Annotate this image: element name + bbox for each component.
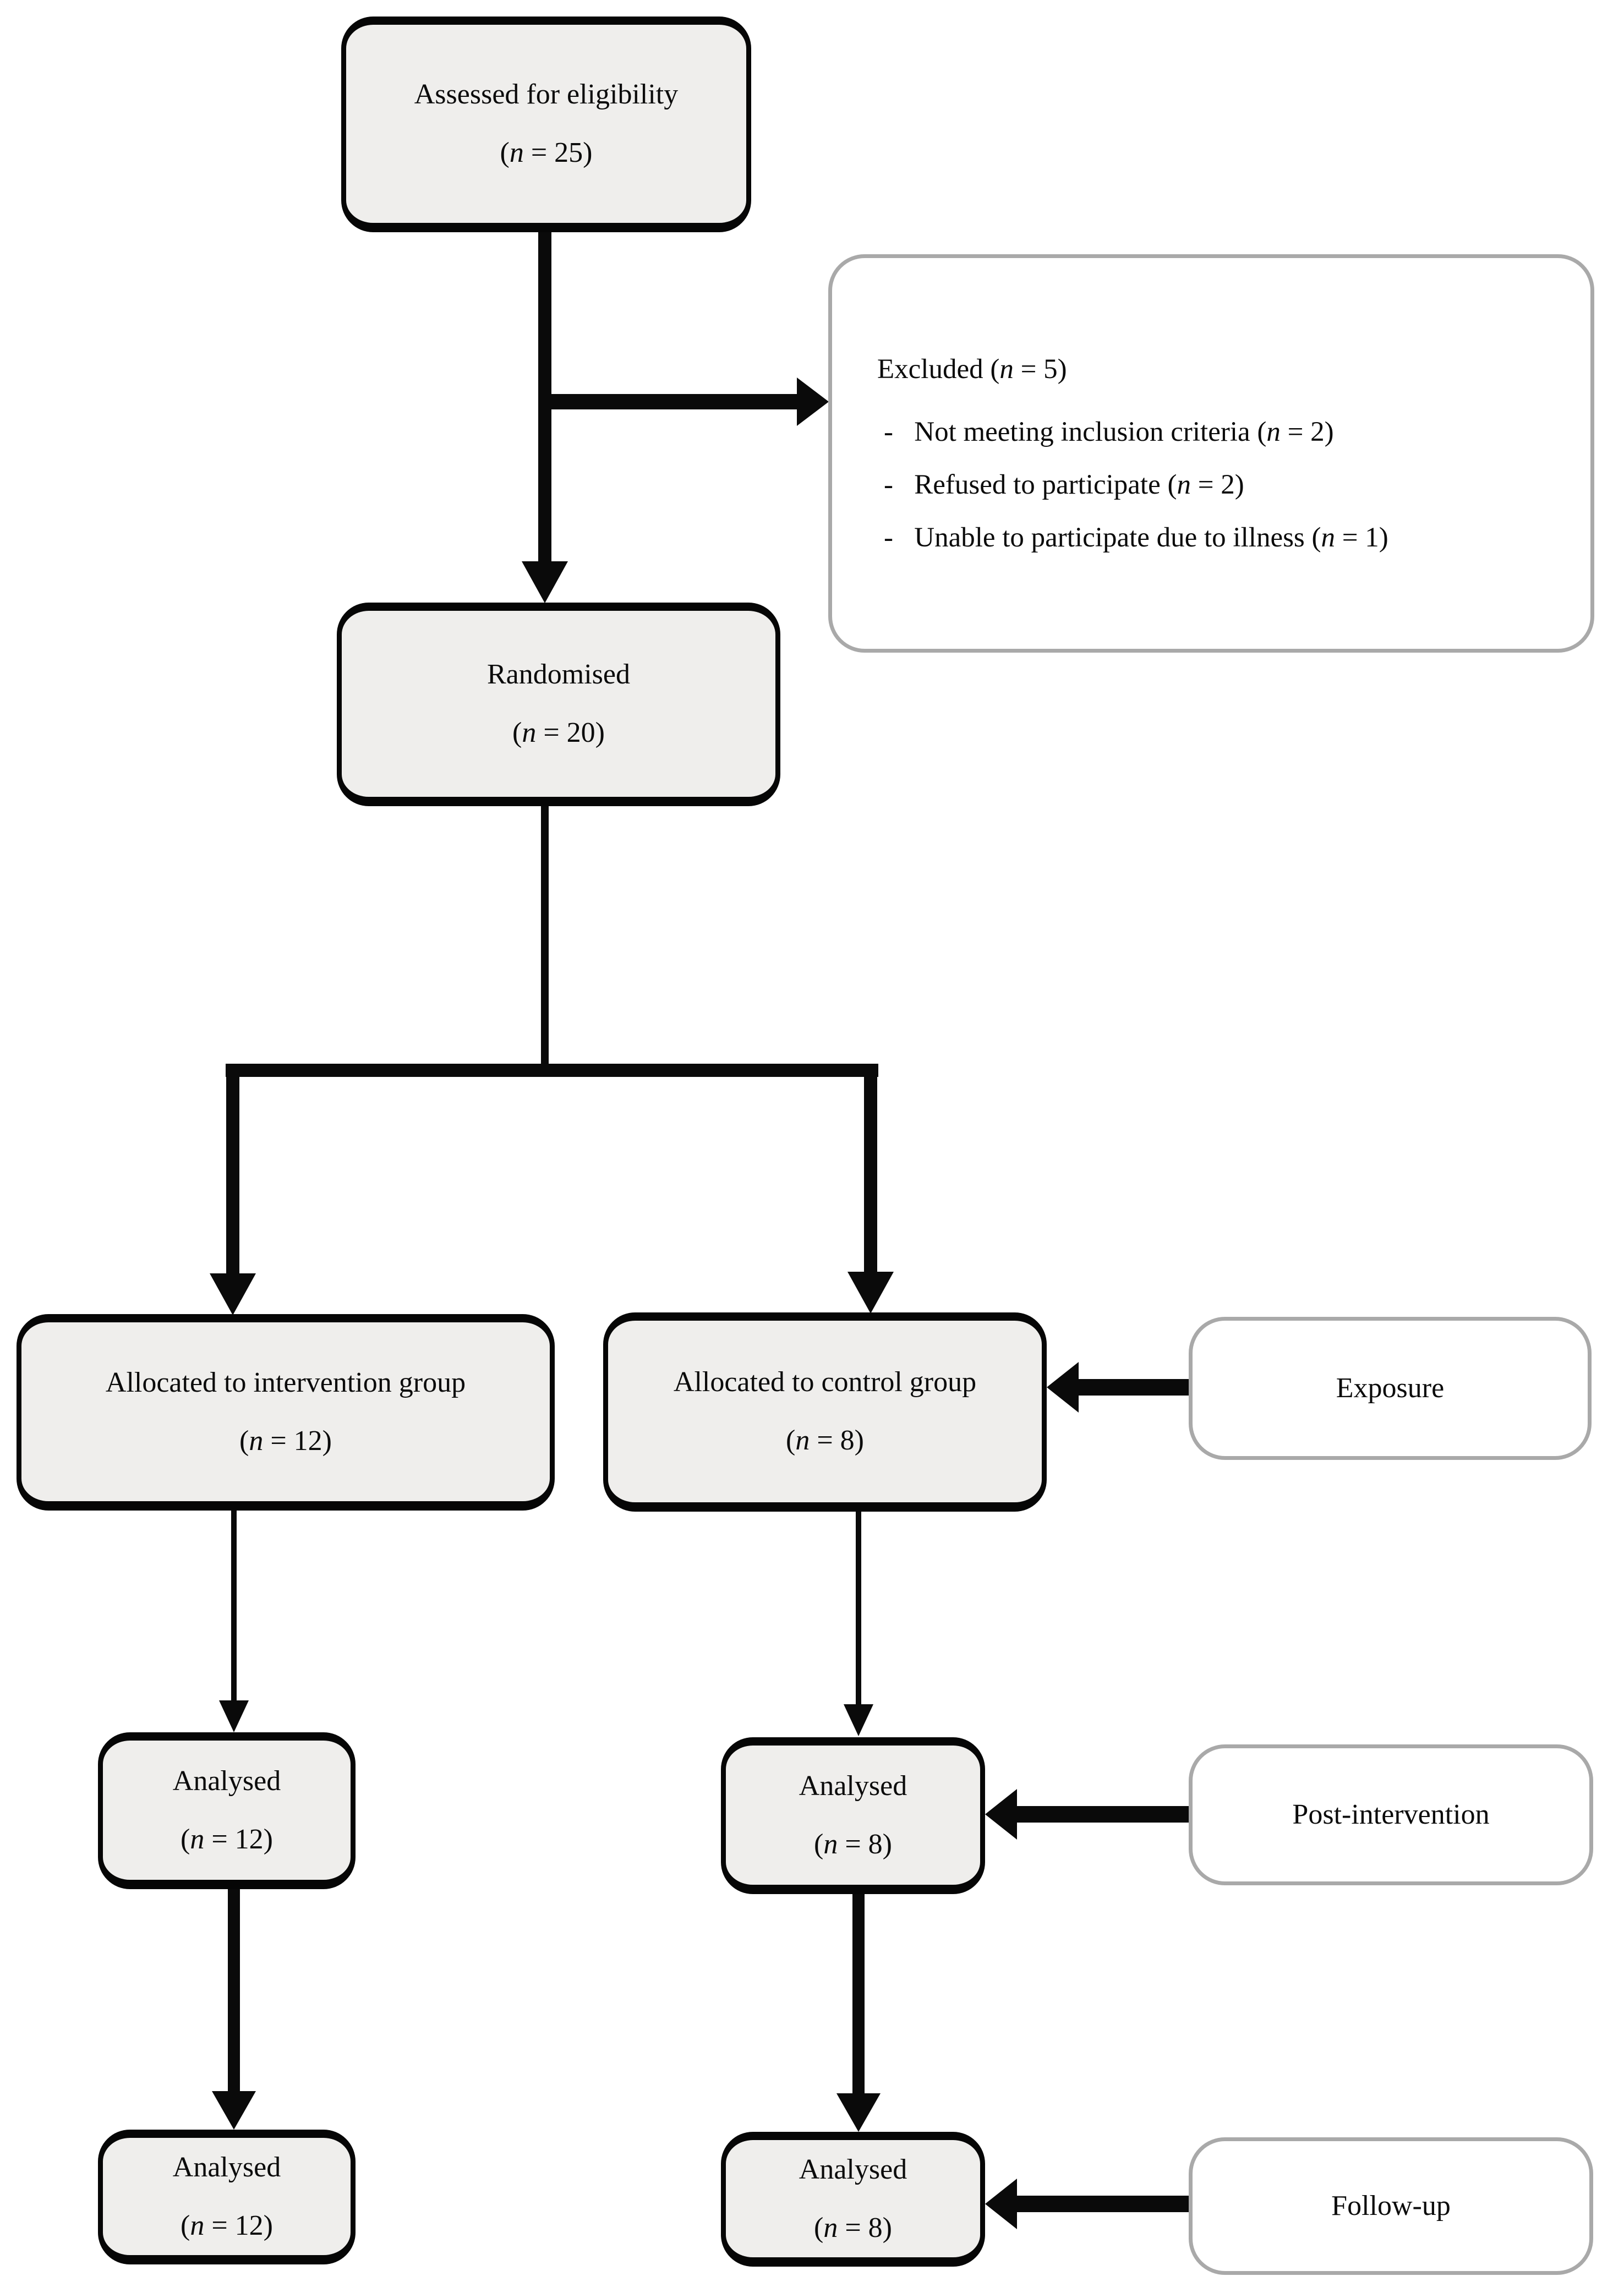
excluded-item: - Unable to participate due to illness (… [884, 522, 1388, 553]
connector-analysed-right-down [852, 1894, 865, 2094]
connector-randomised-down [541, 806, 549, 1065]
connector-to-excluded [545, 394, 798, 409]
arrowhead-follow-up [985, 2179, 1017, 2229]
analysed-control-followup-box: Analysed (n = 8) [721, 2132, 985, 2267]
intervention-box: Allocated to intervention group (n = 12) [17, 1314, 555, 1511]
randomised-box: Randomised (n = 20) [337, 603, 780, 806]
excluded-item: - Refused to participate (n = 2) [884, 469, 1244, 500]
assessed-box: Assessed for eligibility (n = 25) [341, 17, 751, 232]
arrowhead-analysed-right [836, 2093, 881, 2132]
analysed-n: (n = 12) [181, 2209, 273, 2241]
connector-post-intervention [1015, 1806, 1189, 1823]
connector-exposure [1076, 1379, 1189, 1396]
arrowhead-into-control [847, 1272, 894, 1314]
analysed-label: Analysed [799, 2153, 907, 2185]
arrowhead-exposure [1047, 1362, 1079, 1413]
follow-up-box: Follow-up [1189, 2137, 1593, 2275]
control-box: Allocated to control group (n = 8) [603, 1312, 1047, 1512]
excluded-title: Excluded (n = 5) [877, 354, 1067, 385]
arrowhead-into-excluded [797, 377, 829, 426]
intervention-n: (n = 12) [239, 1425, 332, 1457]
excluded-item: - Not meeting inclusion criteria (n = 2) [884, 417, 1334, 447]
control-label: Allocated to control group [673, 1366, 977, 1398]
connector-analysed-left-down [228, 1889, 240, 2092]
analysed-control-post-box: Analysed (n = 8) [721, 1737, 985, 1894]
analysed-label: Analysed [172, 1765, 281, 1797]
arrowhead-into-randomised [522, 561, 568, 603]
exposure-label: Exposure [1336, 1372, 1445, 1404]
analysed-label: Analysed [172, 2151, 281, 2183]
connector-split-bar [226, 1064, 878, 1077]
arrowhead-analysed-left [212, 2091, 256, 2130]
randomised-label: Randomised [487, 659, 630, 691]
connector-split-right [864, 1076, 877, 1273]
analysed-n: (n = 8) [814, 2212, 892, 2244]
analysed-n: (n = 12) [181, 1823, 273, 1855]
follow-up-label: Follow-up [1331, 2190, 1451, 2222]
arrowhead-post-intervention [985, 1789, 1017, 1840]
connector-control-analysed [856, 1512, 861, 1705]
analysed-intervention-followup-box: Analysed (n = 12) [98, 2130, 356, 2264]
post-intervention-label: Post-intervention [1292, 1799, 1490, 1831]
connector-intervention-analysed [231, 1511, 237, 1703]
connector-follow-up [1015, 2196, 1189, 2212]
analysed-intervention-post-box: Analysed (n = 12) [98, 1732, 356, 1889]
connector-split-left [226, 1076, 239, 1275]
arrowhead-control-analysed [844, 1704, 873, 1736]
post-intervention-box: Post-intervention [1189, 1744, 1593, 1885]
analysed-label: Analysed [799, 1770, 907, 1802]
assessed-label: Assessed for eligibility [414, 79, 679, 111]
randomised-n: (n = 20) [512, 717, 605, 748]
analysed-n: (n = 8) [814, 1828, 892, 1860]
exposure-box: Exposure [1189, 1317, 1592, 1460]
assessed-n: (n = 25) [500, 137, 593, 168]
arrowhead-into-intervention [210, 1273, 256, 1315]
control-n: (n = 8) [786, 1425, 864, 1456]
arrowhead-intervention-analysed [219, 1700, 249, 1732]
intervention-label: Allocated to intervention group [105, 1366, 466, 1398]
excluded-box: Excluded (n = 5) - Not meeting inclusion… [828, 254, 1594, 653]
